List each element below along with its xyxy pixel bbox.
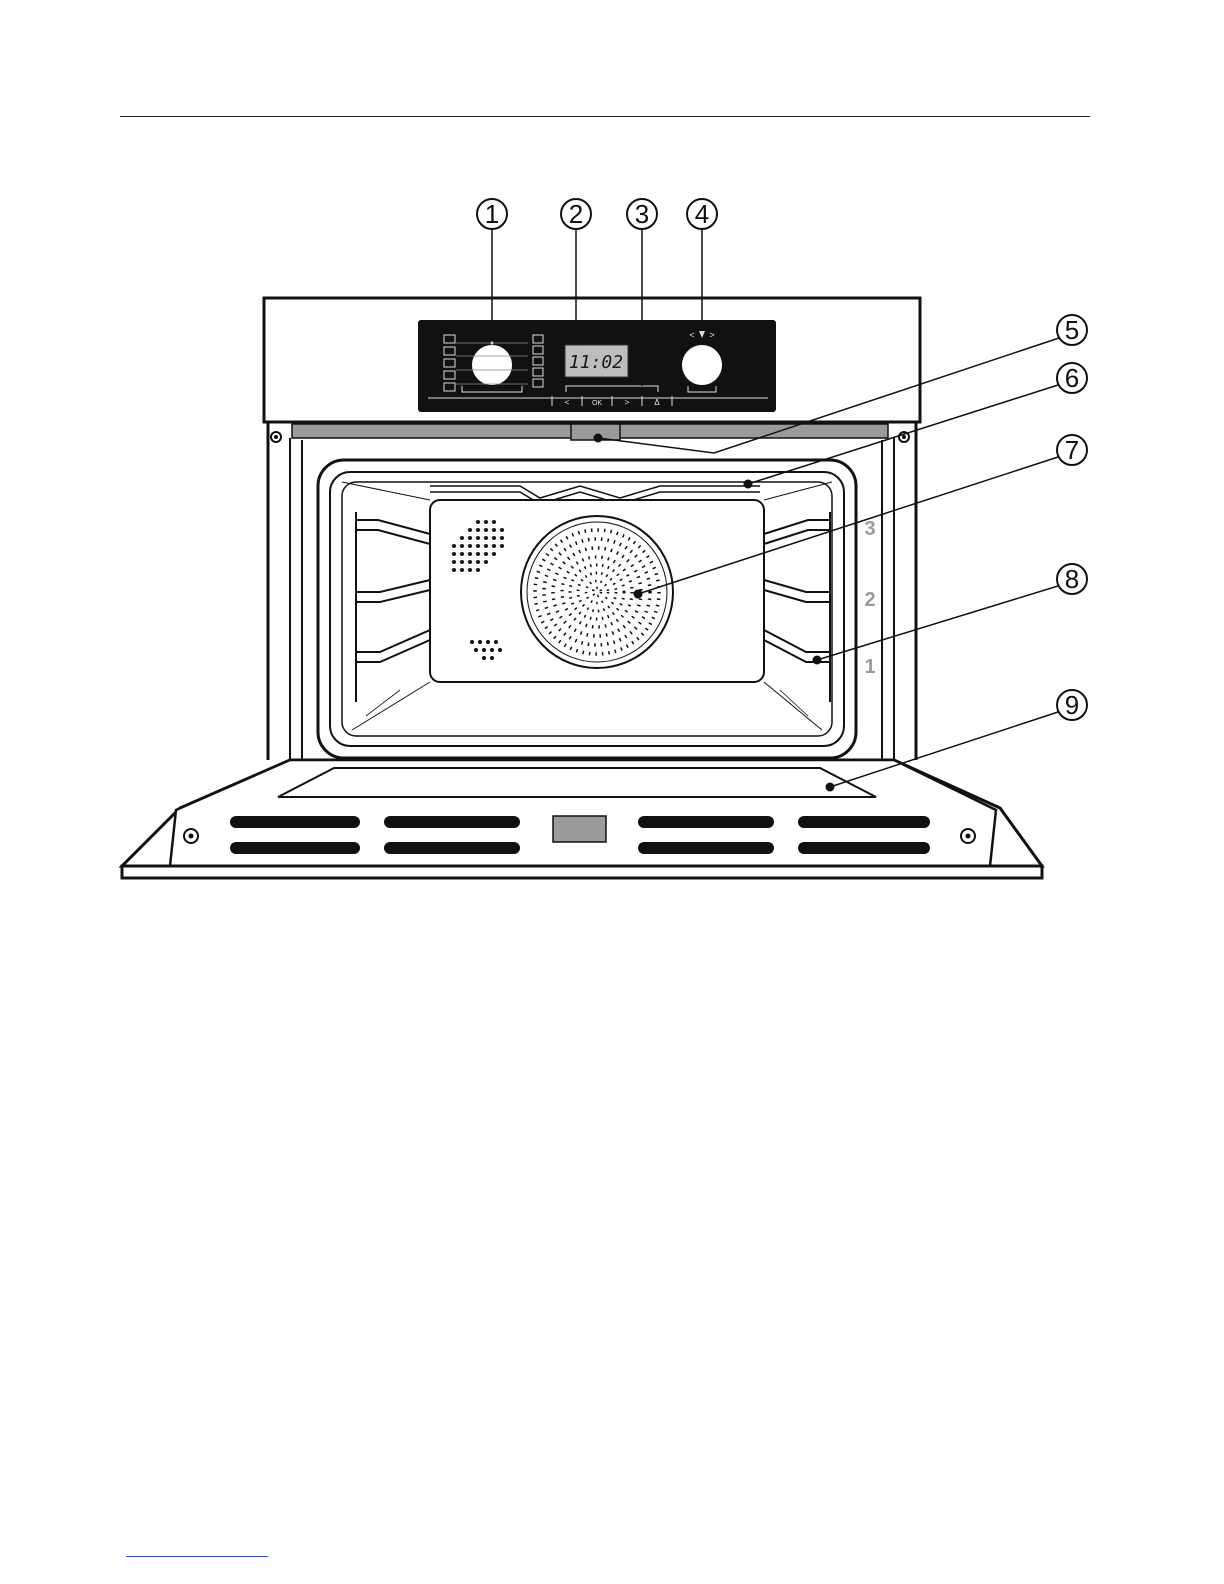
callout-9: 9 xyxy=(1057,690,1087,720)
shelf-level-1: 1 xyxy=(864,656,875,678)
svg-text:3: 3 xyxy=(635,199,649,229)
callout-7: 7 xyxy=(1057,435,1087,465)
time-display: 11:02 xyxy=(565,345,628,377)
svg-text:1: 1 xyxy=(485,199,499,229)
svg-text:4: 4 xyxy=(695,199,709,229)
callout-4: 4 xyxy=(687,199,717,229)
shelf-level-3: 3 xyxy=(864,518,875,540)
door-seal-strip xyxy=(292,424,888,440)
callout-1: 1 xyxy=(477,199,507,229)
svg-text:6: 6 xyxy=(1065,363,1079,393)
svg-text:11:02: 11:02 xyxy=(569,352,623,373)
selector-left-symbol: < xyxy=(689,330,694,340)
svg-text:7: 7 xyxy=(1065,435,1079,465)
shelf-level-2: 2 xyxy=(864,589,875,611)
callout-5: 5 xyxy=(1057,315,1087,345)
alarm-button[interactable]: Δ xyxy=(654,398,660,407)
ok-button[interactable]: OK xyxy=(592,400,602,407)
svg-text:8: 8 xyxy=(1065,564,1079,594)
door-handle-plate xyxy=(553,816,606,842)
fan-cover xyxy=(521,516,673,668)
svg-text:2: 2 xyxy=(569,199,583,229)
right-button[interactable]: > xyxy=(625,398,630,407)
callout-3: 3 xyxy=(627,199,657,229)
svg-text:9: 9 xyxy=(1065,690,1079,720)
callout-8: 8 xyxy=(1057,564,1087,594)
callout-6: 6 xyxy=(1057,363,1087,393)
left-button[interactable]: < xyxy=(565,398,570,407)
selector-right-symbol: > xyxy=(709,330,714,340)
callout-2: 2 xyxy=(561,199,591,229)
svg-text:5: 5 xyxy=(1065,315,1079,345)
